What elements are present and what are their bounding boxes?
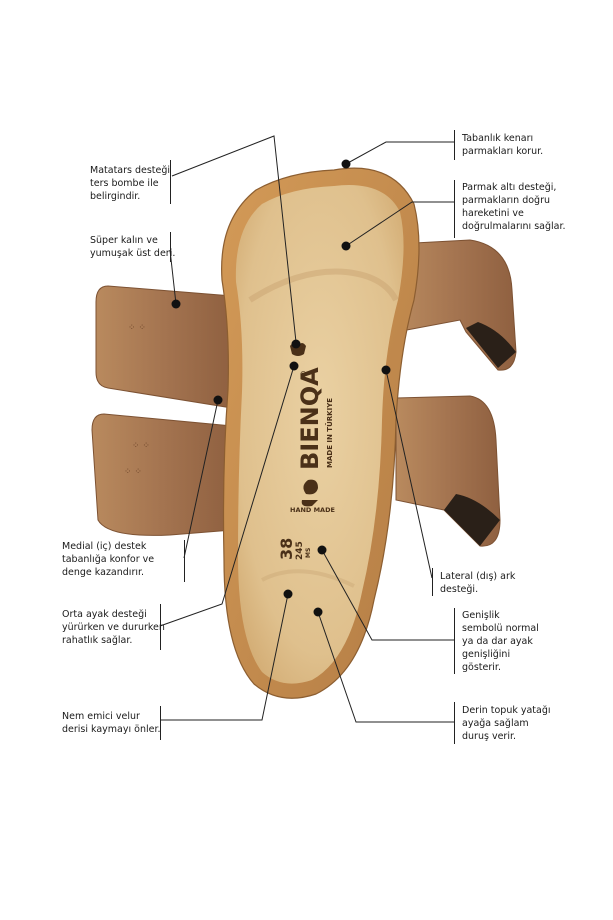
registered-mark: ®: [299, 370, 308, 378]
label-upper-leather: Süper kalın ve yumuşak üst deri.: [90, 235, 176, 259]
callout-bar: [454, 608, 455, 674]
dot-toe-support: [341, 241, 351, 251]
dot-medial: [213, 395, 223, 405]
label-medial-support: Medial (iç) destek tabanlığa konfor ve d…: [62, 541, 155, 578]
width-code-text: MS: [305, 548, 312, 558]
callout-lines: [159, 135, 454, 723]
dot-width: [317, 545, 327, 555]
callout-bar: [454, 130, 455, 160]
label-heel-cup: Derin topuk yatağı ayağa sağlam duruş ve…: [462, 705, 551, 742]
svg-text:⁘ ⁘: ⁘ ⁘: [132, 441, 150, 451]
svg-text:⁘ ⁘: ⁘ ⁘: [124, 467, 142, 477]
callout-bar: [454, 180, 455, 238]
callout-bar: [184, 540, 185, 582]
dot-toe-rim: [341, 159, 351, 169]
callout-bar: [432, 568, 433, 596]
label-lateral-arch: Lateral (dış) ark desteği.: [440, 571, 516, 595]
callout-dots: [171, 159, 391, 617]
callout-bar: [170, 160, 171, 204]
label-metatarsal-support: Matatars desteği ters bombe ile belirgin…: [90, 165, 171, 202]
label-toe-support: Parmak altı desteği, parmakların doğru h…: [462, 182, 566, 232]
brand-name: BIENQA: [296, 367, 324, 470]
label-footbed-edge: Tabanlık kenarı parmakları korur.: [462, 133, 544, 157]
label-midfoot-support: Orta ayak desteği yürürken ve dururken r…: [62, 609, 165, 646]
dot-metatarsal: [291, 339, 301, 349]
right-straps: [395, 239, 517, 547]
callout-bar: [160, 604, 161, 650]
size-text: 38: [277, 538, 296, 560]
svg-text:⁘ ⁘: ⁘ ⁘: [128, 323, 146, 333]
foot-symbol: [301, 479, 318, 507]
callout-bar: [454, 702, 455, 744]
dot-velour: [283, 589, 293, 599]
left-straps: ⁘ ⁘ ⁘ ⁘ ⁘ ⁘: [91, 285, 233, 536]
label-width-symbol: Genişlik sembolü normal ya da dar ayak g…: [462, 610, 539, 673]
dot-leather: [171, 299, 181, 309]
dot-heel: [313, 607, 323, 617]
hand-made-text: HAND MADE: [290, 506, 335, 514]
made-in-text: MADE IN TÜRKIYE: [325, 398, 334, 468]
label-velour-lining: Nem emici velur derisi kaymayı önler.: [62, 711, 161, 735]
footbed-inner: [235, 185, 404, 684]
size-stamp: 38 245 MS: [277, 538, 312, 560]
size-sub-text: 245: [295, 541, 305, 560]
dot-midfoot: [289, 361, 299, 371]
callout-bar: [170, 232, 171, 262]
brand-stamp: BIENQA ® MADE IN TÜRKIYE: [296, 367, 334, 470]
callout-bar: [160, 706, 161, 740]
dot-lateral: [381, 365, 391, 375]
